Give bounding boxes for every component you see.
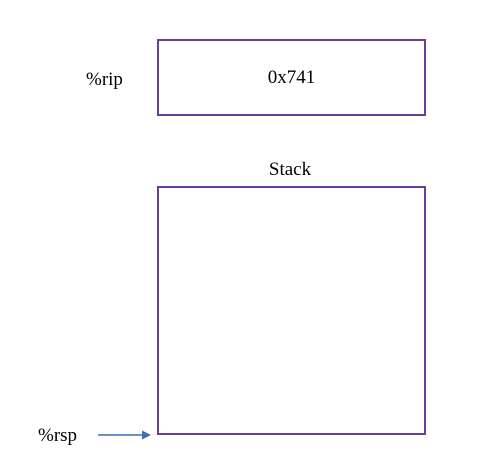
arrow-right-icon: [98, 430, 151, 440]
stack-title: Stack: [268, 159, 312, 180]
rsp-register-label: %rsp: [38, 425, 78, 446]
rip-register-label: %rip: [86, 69, 123, 90]
stack-box: [157, 186, 426, 435]
rip-register-box: 0x741: [157, 39, 426, 116]
rsp-arrow-head: [142, 430, 151, 440]
rip-register-value: 0x741: [267, 67, 316, 88]
